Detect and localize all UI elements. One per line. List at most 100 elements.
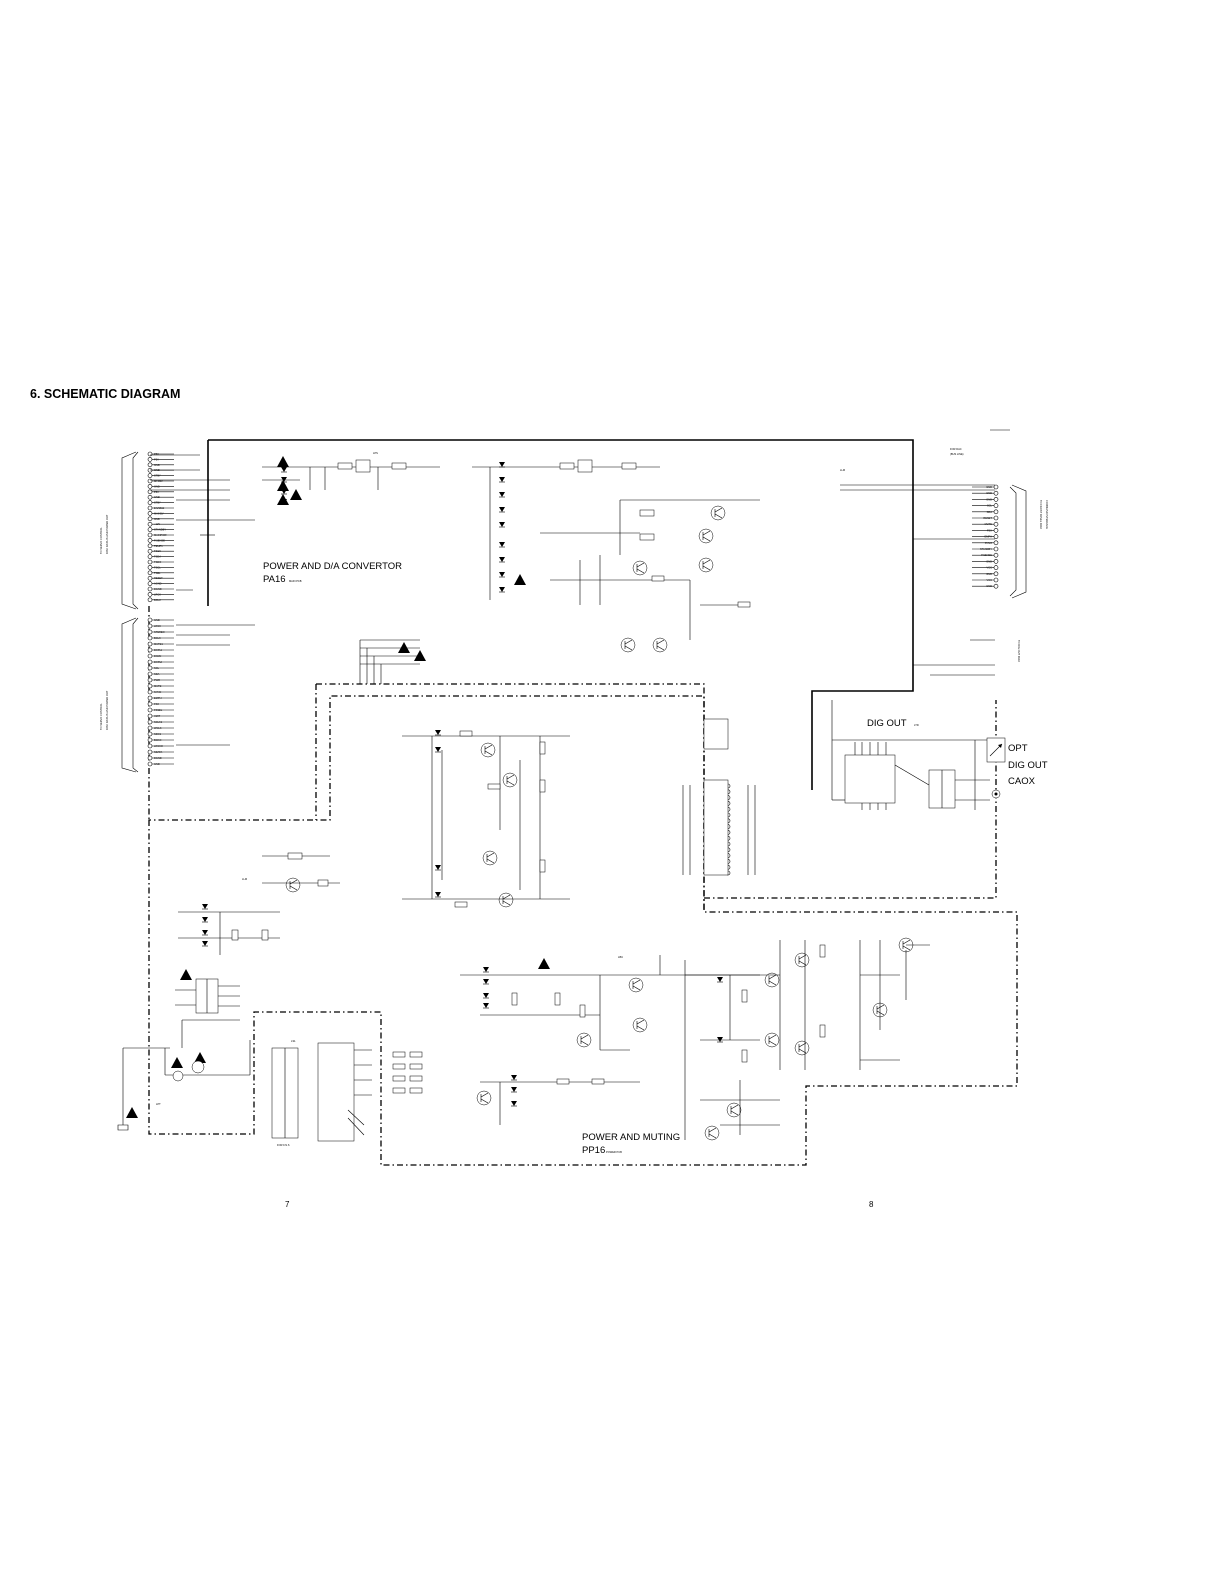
connector-pin [147, 713, 153, 719]
transistor-emitter [480, 1098, 489, 1104]
net-label-ls1: LS1 [291, 1039, 296, 1043]
left-connector-top [121, 451, 139, 610]
diode [281, 477, 287, 482]
connector-pin [147, 581, 153, 586]
diode [499, 542, 505, 547]
connector-pin [147, 559, 153, 565]
warning-icon [277, 480, 289, 491]
warning-icon [538, 958, 550, 969]
diode [499, 462, 505, 467]
connector-pin [147, 527, 153, 532]
page-number-right: 8 [869, 1200, 874, 1209]
side-label-left-bottom-1: TO SERVO CONTROL [99, 703, 103, 730]
diode [511, 1075, 517, 1080]
transistor-emitter [768, 980, 777, 986]
transistor-collector [702, 559, 711, 565]
dig-out-label-2: DIG OUT [1008, 760, 1048, 771]
warning-icon [290, 489, 302, 500]
connector-pin [147, 554, 153, 559]
transistor [482, 850, 498, 866]
power-board-title: POWER AND MUTING [582, 1132, 680, 1143]
regulator-block-1 [262, 459, 440, 490]
transistor-collector [636, 562, 645, 568]
left-power-region [178, 852, 340, 955]
transistor-collector [506, 774, 515, 780]
main-board-sub: MAIN PCB [289, 579, 302, 583]
bus-line-label: (BUS LINE) [950, 452, 964, 456]
side-label-right-top-2: TO FRONT PANEL PA16 [1039, 500, 1043, 530]
connector-pin [147, 743, 153, 749]
transistor-emitter [902, 945, 911, 951]
connector-pin [147, 538, 153, 543]
connector-pin [993, 577, 999, 583]
transistor [794, 952, 810, 968]
diode [717, 1037, 723, 1042]
connector-pin [147, 586, 153, 592]
connector-pin [147, 695, 153, 701]
transistor [698, 528, 714, 544]
transistor [476, 1090, 492, 1106]
diode-array [202, 462, 723, 1107]
connector-pin [147, 462, 153, 468]
left-connector-top-pins: P5VP5VGNDGNDSTBYMTR5VGNDP5VGNDSTBYENABLE… [147, 451, 174, 603]
dig-out-circuit [831, 700, 1006, 810]
main-board-title: POWER AND D/A CONVERTOR [263, 561, 402, 572]
right-connector-region [840, 429, 1027, 676]
transistor-emitter [708, 1133, 717, 1139]
connector-pin [147, 749, 153, 755]
transistor-emitter [876, 1010, 885, 1016]
connector-pin [993, 552, 999, 558]
connector-pin [147, 671, 153, 677]
diode [435, 747, 441, 752]
transistor-collector [656, 639, 665, 645]
connector-pin [147, 489, 153, 495]
diode [499, 477, 505, 482]
connector-pin [993, 509, 999, 515]
connector-pin [993, 503, 999, 508]
connector-pin [147, 725, 153, 731]
transistor [794, 1040, 810, 1056]
left-connector-bottom [121, 617, 139, 773]
net-label-lps: LPS [373, 451, 378, 455]
connector-pin [147, 457, 153, 462]
diode [499, 522, 505, 527]
connector-pin [147, 683, 153, 689]
transistor-collector [486, 852, 495, 858]
power-transformer [175, 978, 240, 1014]
transistor [632, 560, 648, 576]
right-board-boundary [704, 700, 997, 899]
net-label-lbu: LBU [618, 955, 623, 959]
transistor-array [285, 505, 914, 1141]
mid-connector-region [682, 718, 756, 876]
net-label-llm: LLM [840, 468, 845, 472]
transistor [698, 557, 714, 573]
diode [435, 730, 441, 735]
diode [483, 1003, 489, 1008]
warning-icon [277, 456, 289, 467]
transistor-collector [632, 979, 641, 985]
transistor-collector [714, 507, 723, 513]
for-dac-label: FOR DAC [950, 447, 962, 451]
diode [281, 467, 287, 472]
connector-pin [147, 505, 153, 511]
transistor [652, 637, 668, 653]
dig-out-title: DIG OUT [867, 718, 907, 729]
connector-pin [147, 719, 153, 725]
connector-pin [993, 515, 999, 521]
connector-pin [147, 570, 153, 576]
connector-pin [147, 575, 153, 581]
power-board-code: PP16 [582, 1145, 605, 1156]
transistor-collector [580, 1034, 589, 1040]
transistor-collector [768, 974, 777, 980]
transistor [620, 637, 636, 653]
diode [202, 941, 208, 946]
transistor-emitter [730, 1110, 739, 1116]
transistor-emitter [702, 565, 711, 571]
diode [435, 892, 441, 897]
regulator-block-2 [472, 459, 760, 640]
diode [499, 492, 505, 497]
transistor-collector [876, 1004, 885, 1010]
connector-pin [147, 511, 153, 516]
transistor-emitter [580, 1040, 589, 1046]
main-pcb-outline [208, 439, 914, 790]
